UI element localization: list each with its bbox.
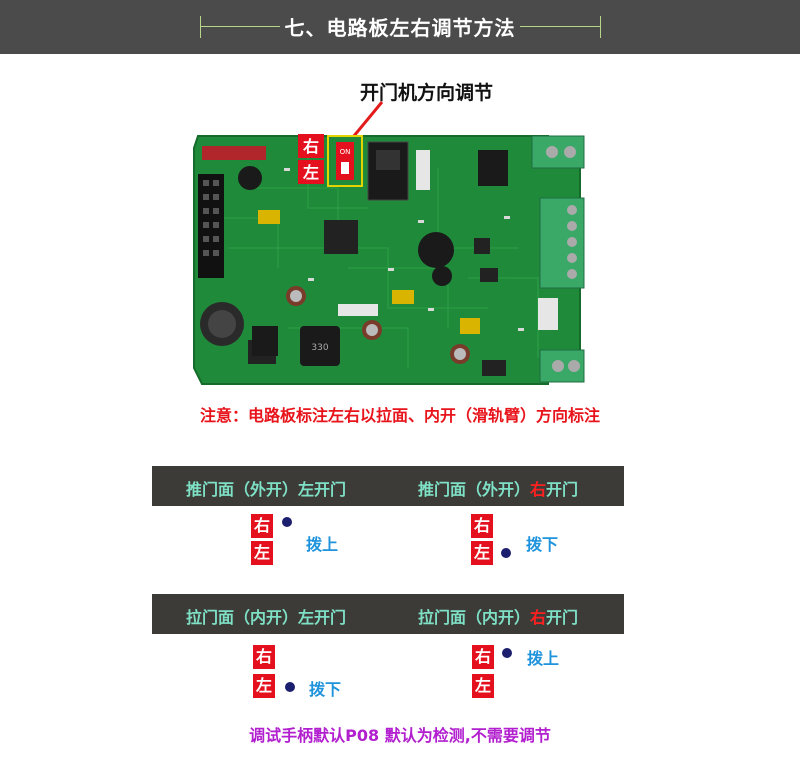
pull-door-left-open-label: 拉门面（内开）左开门: [186, 608, 347, 627]
switch-chip-left: 左: [253, 674, 275, 698]
switch-chip-left: 左: [251, 541, 273, 565]
switch-position-dot: [501, 548, 511, 558]
board-switch-label-left: 左: [302, 163, 319, 182]
push-door-right-open-label: 推门面（外开）右开门: [418, 476, 578, 500]
switch-position-dot: [285, 682, 295, 692]
dip-switch-on-marking: ON: [340, 148, 351, 156]
pull-door-header-bar: 拉门面（内开）左开门 拉门面（内开）右开门: [152, 594, 624, 634]
label-prefix: 拉门面（内开）: [418, 608, 531, 627]
switch-position-dot: [282, 517, 292, 527]
switch-action-down: 拨下: [526, 535, 559, 554]
inductor-marking: 330: [311, 343, 328, 353]
banner-rule-cap: [600, 16, 601, 38]
title-banner: 七、电路板左右调节方法: [0, 0, 800, 54]
label-highlight: 右: [530, 480, 547, 499]
label-suffix: 开门: [546, 608, 579, 627]
banner-rule-cap: [200, 16, 201, 38]
label-highlight: 右: [530, 608, 547, 627]
switch-chip-right: 右: [253, 645, 275, 669]
pull-door-right-open-label: 拉门面（内开）右开门: [418, 604, 578, 628]
page-title: 七、电路板左右调节方法: [284, 16, 516, 40]
switch-action-up: 拨上: [306, 535, 339, 554]
label-suffix: 开门: [546, 480, 579, 499]
banner-rule-left: [200, 26, 280, 27]
switch-chip-right: 右: [251, 514, 273, 538]
push-door-left-open-label: 推门面（外开）左开门: [186, 480, 347, 499]
banner-rule-right: [520, 26, 600, 27]
push-door-header-bar: 推门面（外开）左开门 推门面（外开）右开门: [152, 466, 624, 506]
default-setting-note: 调试手柄默认P08 默认为检测,不需要调节: [249, 726, 551, 745]
switch-position-dot: [502, 648, 512, 658]
direction-callout: 开门机方向调节: [360, 82, 494, 104]
switch-chip-left: 左: [472, 674, 494, 698]
switch-action-down: 拨下: [309, 680, 342, 699]
switch-chip-right: 右: [472, 645, 494, 669]
orientation-note: 注意：电路板标注左右以拉面、内开（滑轨臂）方向标注: [199, 406, 600, 425]
label-prefix: 推门面（外开）: [418, 480, 531, 499]
switch-chip-right: 右: [471, 514, 493, 538]
circuit-board-photo: 330 右 左 ON: [193, 134, 585, 385]
switch-action-up: 拨上: [527, 649, 560, 668]
board-switch-label-right: 右: [303, 137, 319, 156]
switch-chip-left: 左: [471, 541, 493, 565]
